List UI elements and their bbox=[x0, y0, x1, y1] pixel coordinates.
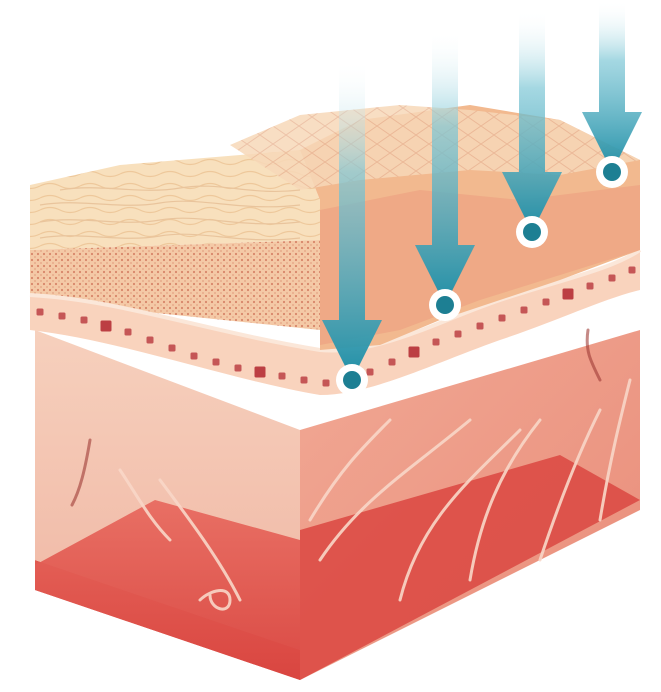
basal-cell bbox=[455, 331, 462, 338]
basal-cell bbox=[323, 380, 330, 387]
arrow-tip-dot bbox=[436, 296, 454, 314]
basal-cell bbox=[301, 377, 308, 384]
basal-cell bbox=[213, 359, 220, 366]
basal-cell bbox=[125, 329, 132, 336]
basal-cell bbox=[59, 313, 66, 320]
basal-cell bbox=[191, 353, 198, 360]
basal-cell bbox=[81, 317, 88, 324]
basal-cell bbox=[367, 369, 374, 376]
basal-cell bbox=[629, 267, 636, 274]
basal-cell bbox=[147, 337, 154, 344]
basal-cell bbox=[563, 289, 574, 300]
arrow-tip-dot bbox=[603, 163, 621, 181]
basal-cell bbox=[477, 323, 484, 330]
basal-cell bbox=[37, 309, 44, 316]
basal-cell bbox=[235, 365, 242, 372]
basal-cell bbox=[499, 315, 506, 322]
basal-cell bbox=[587, 283, 594, 290]
basal-cell bbox=[521, 307, 528, 314]
basal-cell bbox=[389, 359, 396, 366]
basal-cell bbox=[409, 347, 420, 358]
basal-cell bbox=[101, 321, 112, 332]
basal-cell bbox=[609, 275, 616, 282]
basal-cell bbox=[279, 373, 286, 380]
basal-cell bbox=[169, 345, 176, 352]
arrow-tip-dot bbox=[523, 223, 541, 241]
basal-cell bbox=[543, 299, 550, 306]
basal-cell bbox=[255, 367, 266, 378]
arrow-tip-dot bbox=[343, 371, 361, 389]
basal-cell bbox=[433, 339, 440, 346]
